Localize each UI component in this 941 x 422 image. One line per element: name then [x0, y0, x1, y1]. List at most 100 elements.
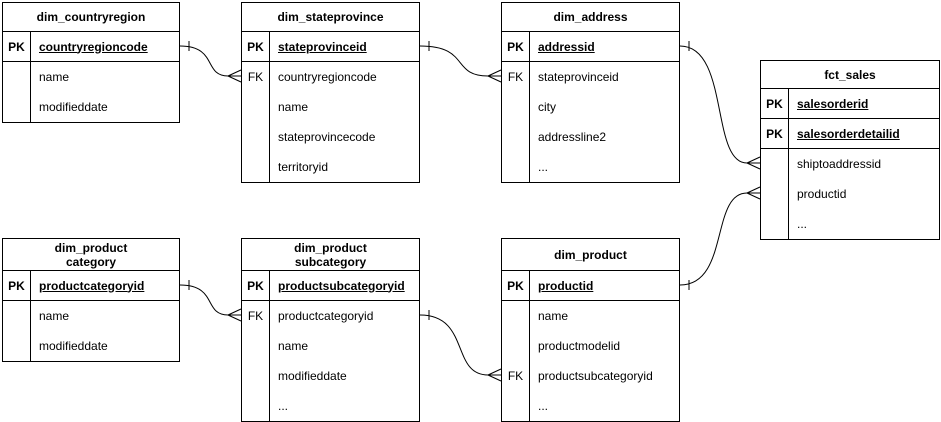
entity-title: fct_sales [761, 61, 939, 89]
relationship-line [679, 192, 748, 286]
key-label: PK [761, 89, 789, 118]
relationship-countryregion-to-stateprovince [179, 41, 242, 83]
field-name: productsubcategoryid [538, 369, 653, 383]
entity-title: dim_stateprovince [242, 3, 419, 32]
key-label [761, 149, 789, 179]
key-label [761, 209, 789, 239]
attr-row: ... [502, 152, 679, 182]
attr-row: stateprovincecode [242, 122, 419, 152]
entity-title: dim_countryregion [3, 3, 179, 32]
attr-row: ... [242, 391, 419, 421]
key-label: FK [502, 62, 530, 92]
relationship-product-to-sales [679, 186, 761, 290]
field-name: territoryid [278, 160, 329, 174]
attr-row: city [502, 92, 679, 122]
field-name: ... [797, 217, 808, 231]
field-name: name [278, 339, 309, 353]
relationship-subcategory-to-product [419, 310, 502, 382]
key-label [242, 92, 270, 122]
key-label [502, 152, 530, 182]
field-name: productcategoryid [278, 309, 374, 323]
cardinality-many-crowfoot [746, 156, 761, 170]
entity-title: dim_product subcategory [242, 239, 419, 271]
key-label: PK [3, 32, 31, 61]
relationship-address-to-sales [679, 41, 761, 170]
attr-row: ... [502, 391, 679, 421]
attr-row: productid [761, 179, 939, 209]
key-label [502, 301, 530, 331]
key-label [502, 331, 530, 361]
field-name: addressline2 [538, 130, 607, 144]
relationship-line [419, 314, 489, 376]
key-label: FK [242, 62, 270, 92]
key-row: PK productid [502, 271, 679, 301]
attr-row: name [502, 301, 679, 331]
key-label: FK [502, 361, 530, 391]
field-name: countryregioncode [278, 70, 377, 84]
primary-key-field-name: salesorderdetailid [797, 126, 900, 141]
primary-key-field-name: stateprovinceid [278, 39, 367, 54]
key-label [242, 391, 270, 421]
primary-key-field-name: productsubcategoryid [278, 278, 405, 293]
cardinality-many-crowfoot [487, 368, 502, 382]
primary-key-field-name: productid [538, 278, 594, 293]
attr-row: modifieddate [3, 92, 179, 122]
primary-key-field-name: addressid [538, 39, 595, 54]
key-label [502, 92, 530, 122]
field-name: modifieddate [39, 100, 108, 114]
relationship-line [179, 45, 229, 77]
attr-row: FK productsubcategoryid [502, 361, 679, 391]
key-label: PK [502, 271, 530, 300]
relationship-line [419, 45, 489, 77]
attr-row: name [3, 301, 179, 331]
relationship-line [179, 284, 229, 316]
key-row: PK stateprovinceid [242, 32, 419, 62]
attr-row: modifieddate [242, 361, 419, 391]
key-label: PK [242, 271, 270, 300]
key-label: FK [242, 301, 270, 331]
key-label [242, 331, 270, 361]
attr-row: name [242, 331, 419, 361]
attr-row: ... [761, 209, 939, 239]
field-name: ... [278, 399, 289, 413]
key-label: PK [502, 32, 530, 61]
field-name: stateprovincecode [278, 130, 376, 144]
entity-title: dim_product [502, 239, 679, 271]
key-label: PK [3, 271, 31, 300]
key-label [242, 152, 270, 182]
cardinality-many-crowfoot [227, 69, 242, 83]
entity-title: dim_product category [3, 239, 179, 271]
key-label [3, 331, 31, 361]
field-name: name [39, 309, 70, 323]
primary-key-field-name: productcategoryid [39, 278, 145, 293]
field-name: modifieddate [278, 369, 347, 383]
primary-key-field-name: salesorderid [797, 96, 869, 111]
key-label: PK [242, 32, 270, 61]
cardinality-many-crowfoot [487, 69, 502, 83]
relationship-line [679, 45, 748, 164]
entity-title: dim_address [502, 3, 679, 32]
cardinality-many-crowfoot [227, 308, 242, 322]
key-label [3, 92, 31, 122]
field-name: name [278, 100, 309, 114]
key-label [3, 62, 31, 92]
field-name: productmodelid [538, 339, 621, 353]
key-label [242, 361, 270, 391]
field-name: city [538, 100, 556, 114]
field-name: name [538, 309, 569, 323]
attr-row: shiptoaddressid [761, 149, 939, 179]
attr-row: addressline2 [502, 122, 679, 152]
field-name: productid [797, 187, 847, 201]
key-row: PK productcategoryid [3, 271, 179, 301]
attr-row: FK countryregioncode [242, 62, 419, 92]
field-name: shiptoaddressid [797, 157, 882, 171]
